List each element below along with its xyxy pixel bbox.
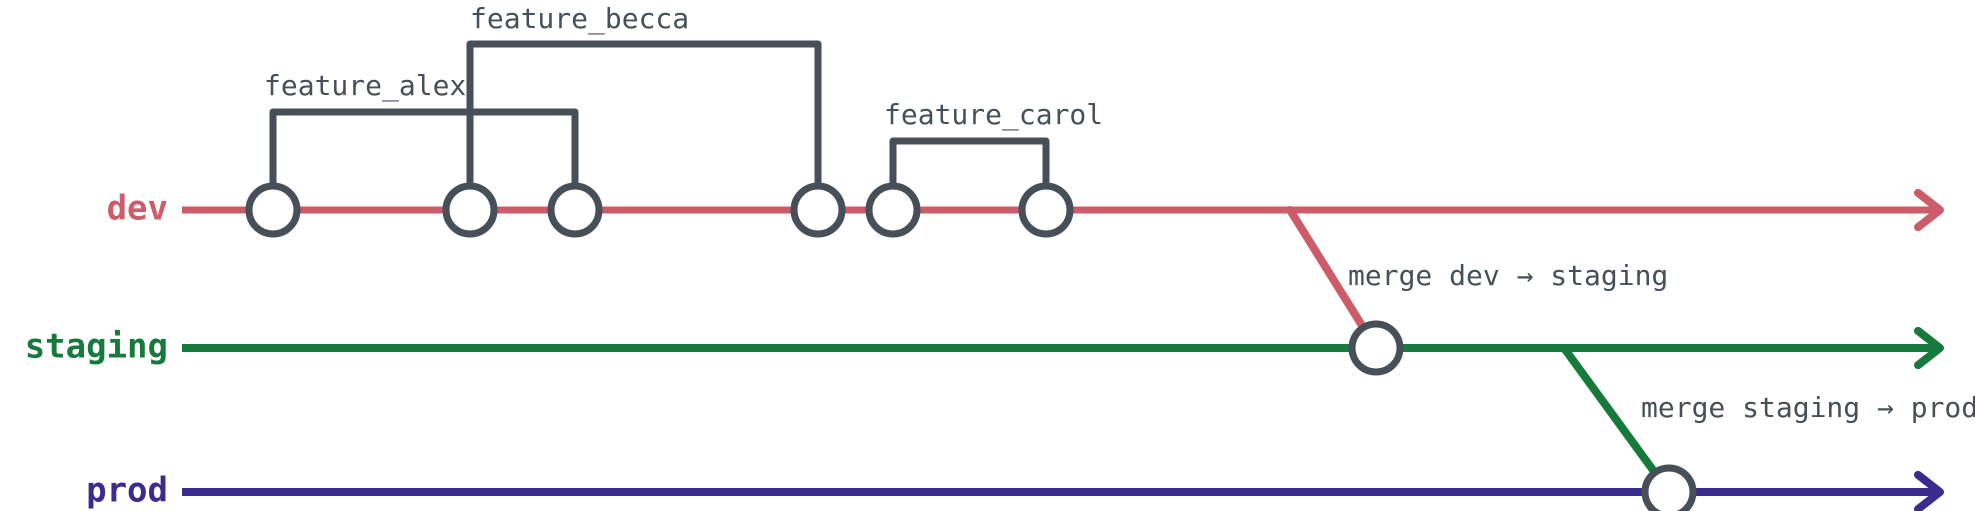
- branch-lines-layer: [182, 206, 1940, 496]
- commit-node-prod-merge[interactable]: [1641, 464, 1697, 511]
- commit-node-staging-merge[interactable]: [1348, 320, 1404, 376]
- branch-label-staging: staging: [25, 327, 168, 367]
- branch-label-prod: prod: [86, 471, 168, 511]
- feature-label-feature_carol: feature_carol: [884, 98, 1103, 132]
- merge-label-merge-dev-staging: merge dev → staging: [1348, 259, 1668, 292]
- arrowheads-layer: [1914, 188, 1944, 511]
- commit-node-dev-c4[interactable]: [790, 182, 846, 238]
- arrowhead-dev-arrow: [1914, 188, 1944, 232]
- feature-bracket-feature_alex: [269, 108, 579, 190]
- feature-label-feature_becca: feature_becca: [470, 2, 689, 36]
- commit-node-dev-c6[interactable]: [1018, 182, 1074, 238]
- commit-node-dev-c3[interactable]: [547, 182, 603, 238]
- branch-label-dev: dev: [107, 189, 168, 229]
- commit-node-dev-c5[interactable]: [865, 182, 921, 238]
- feature-bracket-feature_becca: [466, 40, 822, 190]
- labels-layer: dev staging prod feature_alexfeature_beccaf…: [25, 2, 1975, 511]
- feature-brackets-layer: [269, 40, 1050, 190]
- commit-node-dev-c2[interactable]: [442, 182, 498, 238]
- feature-bracket-feature_carol: [889, 137, 1050, 190]
- commit-nodes-layer: [245, 182, 1697, 511]
- feature-label-feature_alex: feature_alex: [264, 69, 466, 103]
- arrowhead-staging-arrow: [1914, 326, 1944, 370]
- merge-line-merge-staging-prod: [1560, 344, 1673, 496]
- commit-node-dev-c1[interactable]: [245, 182, 301, 238]
- arrowhead-prod-arrow: [1914, 470, 1944, 511]
- merge-label-merge-staging-prod: merge staging → prod: [1641, 391, 1975, 424]
